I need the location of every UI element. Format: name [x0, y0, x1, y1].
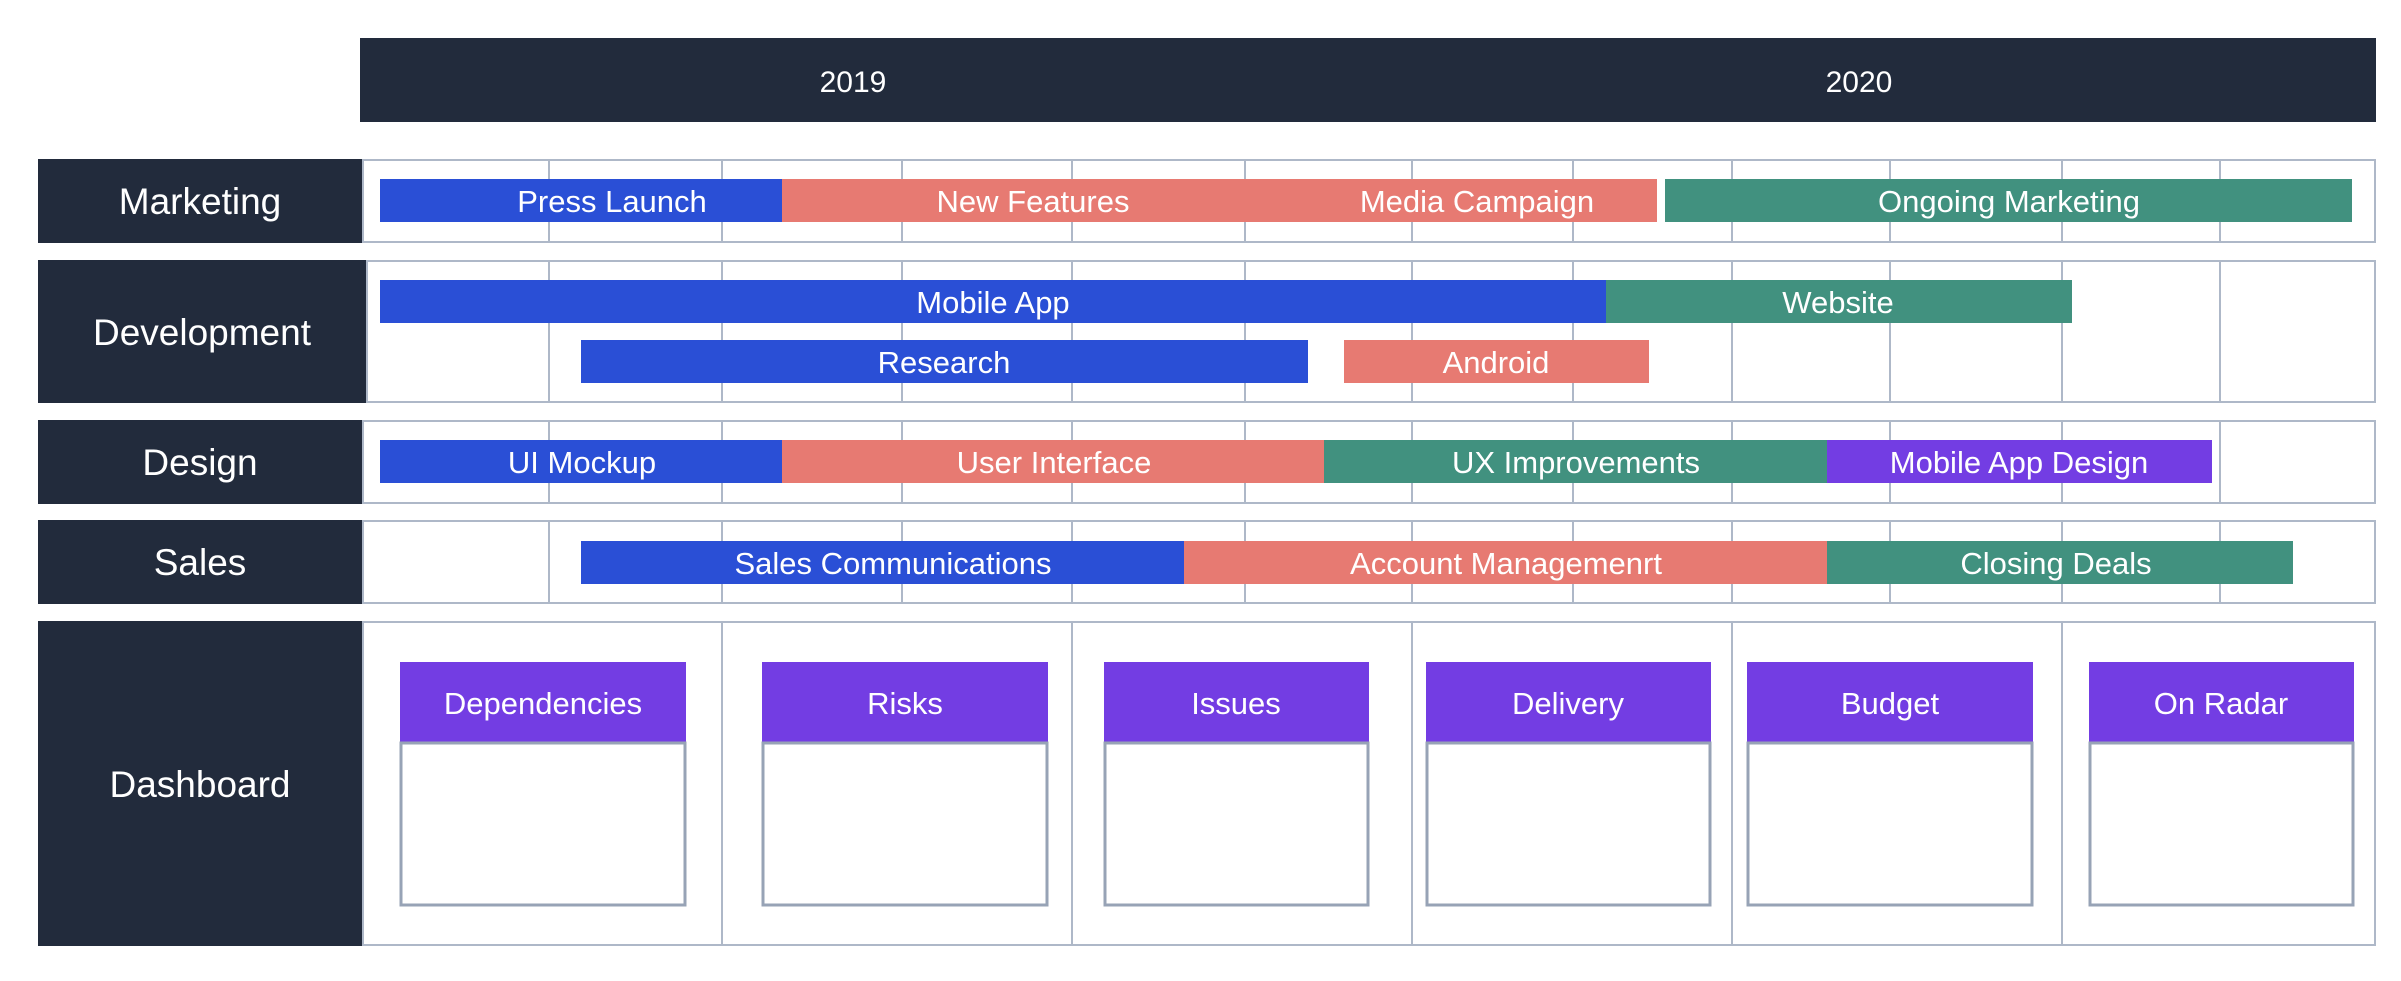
lane-header-marketing: Marketing — [38, 159, 363, 243]
task-bar-label: UX Improvements — [1452, 445, 1700, 480]
year-label-2019: 2019 — [820, 66, 887, 99]
lane-header-design-background — [38, 420, 363, 504]
panel-header — [1747, 662, 2033, 742]
panel-title: Issues — [1191, 686, 1281, 721]
task-bar-new-features[interactable]: New Features — [782, 179, 1657, 222]
panel-title: Budget — [1841, 686, 1940, 721]
panel-header — [1104, 662, 1369, 742]
task-bar-shape — [1665, 179, 2352, 222]
dashboard-panel-on-radar[interactable]: On Radar — [2088, 662, 2355, 907]
task-bar-shape — [380, 179, 783, 222]
panel-title: On Radar — [2154, 686, 2288, 721]
lane-frame — [366, 260, 2376, 403]
task-bar-sales-communications[interactable]: Sales Communications — [581, 541, 1185, 584]
task-bar-press-launch[interactable]: Press Launch — [380, 179, 783, 222]
panel-header — [400, 662, 686, 742]
lane-frame — [362, 520, 2376, 604]
task-bar-research[interactable]: Research — [581, 340, 1308, 383]
lane-header-dashboard-background — [38, 621, 363, 946]
panel-title: Delivery — [1512, 686, 1624, 721]
panel-body — [761, 741, 1049, 907]
dashboard-panel-dependencies[interactable]: Dependencies — [399, 662, 687, 907]
task-bar-label: Mobile App Design — [1890, 445, 2149, 480]
task-bar-label: Press Launch — [517, 184, 707, 219]
task-bar-shape — [1184, 541, 1828, 584]
lane-label-dashboard: Dashboard — [109, 764, 290, 805]
task-bar-shape — [782, 179, 1657, 222]
panel-header — [1426, 662, 1711, 742]
panel-body — [2088, 741, 2355, 907]
task-bar-label: User Interface — [957, 445, 1152, 480]
dashboard-panel-budget[interactable]: Budget — [1746, 662, 2034, 907]
task-bar-shape — [380, 280, 1607, 323]
task-bar-closing-deals[interactable]: Closing Deals — [1827, 541, 2293, 584]
year-header: 2019 2020 — [360, 38, 2376, 122]
lane-grid-dashboard — [362, 621, 2376, 946]
dashboard-panel-risks[interactable]: Risks — [761, 662, 1049, 907]
task-bar-ongoing-marketing[interactable]: Ongoing Marketing — [1665, 179, 2352, 222]
task-bar-shape — [782, 440, 1325, 483]
lane-header-marketing-background — [38, 159, 363, 243]
task-bar-label: UI Mockup — [508, 445, 656, 480]
task-bar-label: Account Managemenrt — [1350, 546, 1662, 581]
panel-body — [1425, 741, 1712, 907]
task-bar-ui-mockup[interactable]: UI Mockup — [380, 440, 783, 483]
task-bar-label: Android — [1443, 345, 1550, 380]
task-bar-label: Sales Communications — [734, 546, 1051, 581]
task-bar-account-management[interactable]: Account Managemenrt — [1184, 541, 1828, 584]
panel-body — [1103, 741, 1370, 907]
dashboard-panel-issues[interactable]: Issues — [1103, 662, 1370, 907]
task-bar-label: Closing Deals — [1960, 546, 2151, 581]
task-bar-label: Media Campaign — [1360, 184, 1594, 219]
dashboard-panel-delivery[interactable]: Delivery — [1425, 662, 1712, 907]
lane-label-sales: Sales — [154, 542, 247, 583]
lane-label-design: Design — [142, 442, 257, 483]
task-bar-shape — [1827, 541, 2293, 584]
year-header-background — [360, 38, 2376, 122]
year-label-2020: 2020 — [1826, 66, 1893, 99]
panel-body — [399, 741, 687, 907]
task-bar-shape — [1606, 280, 2072, 323]
task-bar-media-campaign[interactable]: Media Campaign — [1360, 184, 1594, 219]
panel-header — [2089, 662, 2354, 742]
task-bar-mobile-app-design[interactable]: Mobile App Design — [1827, 440, 2212, 483]
lane-header-design: Design — [38, 420, 363, 504]
task-bar-shape — [581, 541, 1185, 584]
task-bar-label: New Features — [937, 184, 1130, 219]
lane-frame — [362, 420, 2376, 504]
task-bar-label: Mobile App — [916, 285, 1069, 320]
task-bar-android[interactable]: Android — [1344, 340, 1649, 383]
task-bar-mobile-app[interactable]: Mobile App — [380, 280, 1607, 323]
lane-label-development: Development — [93, 312, 312, 353]
lane-header-development-background — [38, 260, 367, 403]
panel-header — [762, 662, 1048, 742]
task-bar-website[interactable]: Website — [1606, 280, 2072, 323]
lane-frame — [362, 621, 2376, 946]
lane-header-development: Development — [38, 260, 367, 403]
lane-header-dashboard: Dashboard — [38, 621, 363, 946]
lane-header-sales-background — [38, 520, 363, 604]
lane-header-sales: Sales — [38, 520, 363, 604]
lane-label-marketing: Marketing — [119, 181, 281, 222]
task-bar-user-interface[interactable]: User Interface — [782, 440, 1325, 483]
task-bar-label: Ongoing Marketing — [1878, 184, 2140, 219]
task-bar-shape — [380, 440, 783, 483]
panel-title: Dependencies — [444, 686, 642, 721]
task-bar-label: Website — [1782, 285, 1893, 320]
task-bar-label: Research — [878, 345, 1011, 380]
lane-grid-sales — [362, 520, 2376, 604]
panel-title: Risks — [867, 686, 943, 721]
task-bar-shape — [1344, 340, 1649, 383]
panel-body — [1746, 741, 2034, 907]
task-bar-ux-improvements[interactable]: UX Improvements — [1324, 440, 1828, 483]
task-bar-shape — [1827, 440, 2212, 483]
lane-frame — [362, 159, 2376, 243]
task-bar-shape — [581, 340, 1308, 383]
task-bar-shape — [1324, 440, 1828, 483]
